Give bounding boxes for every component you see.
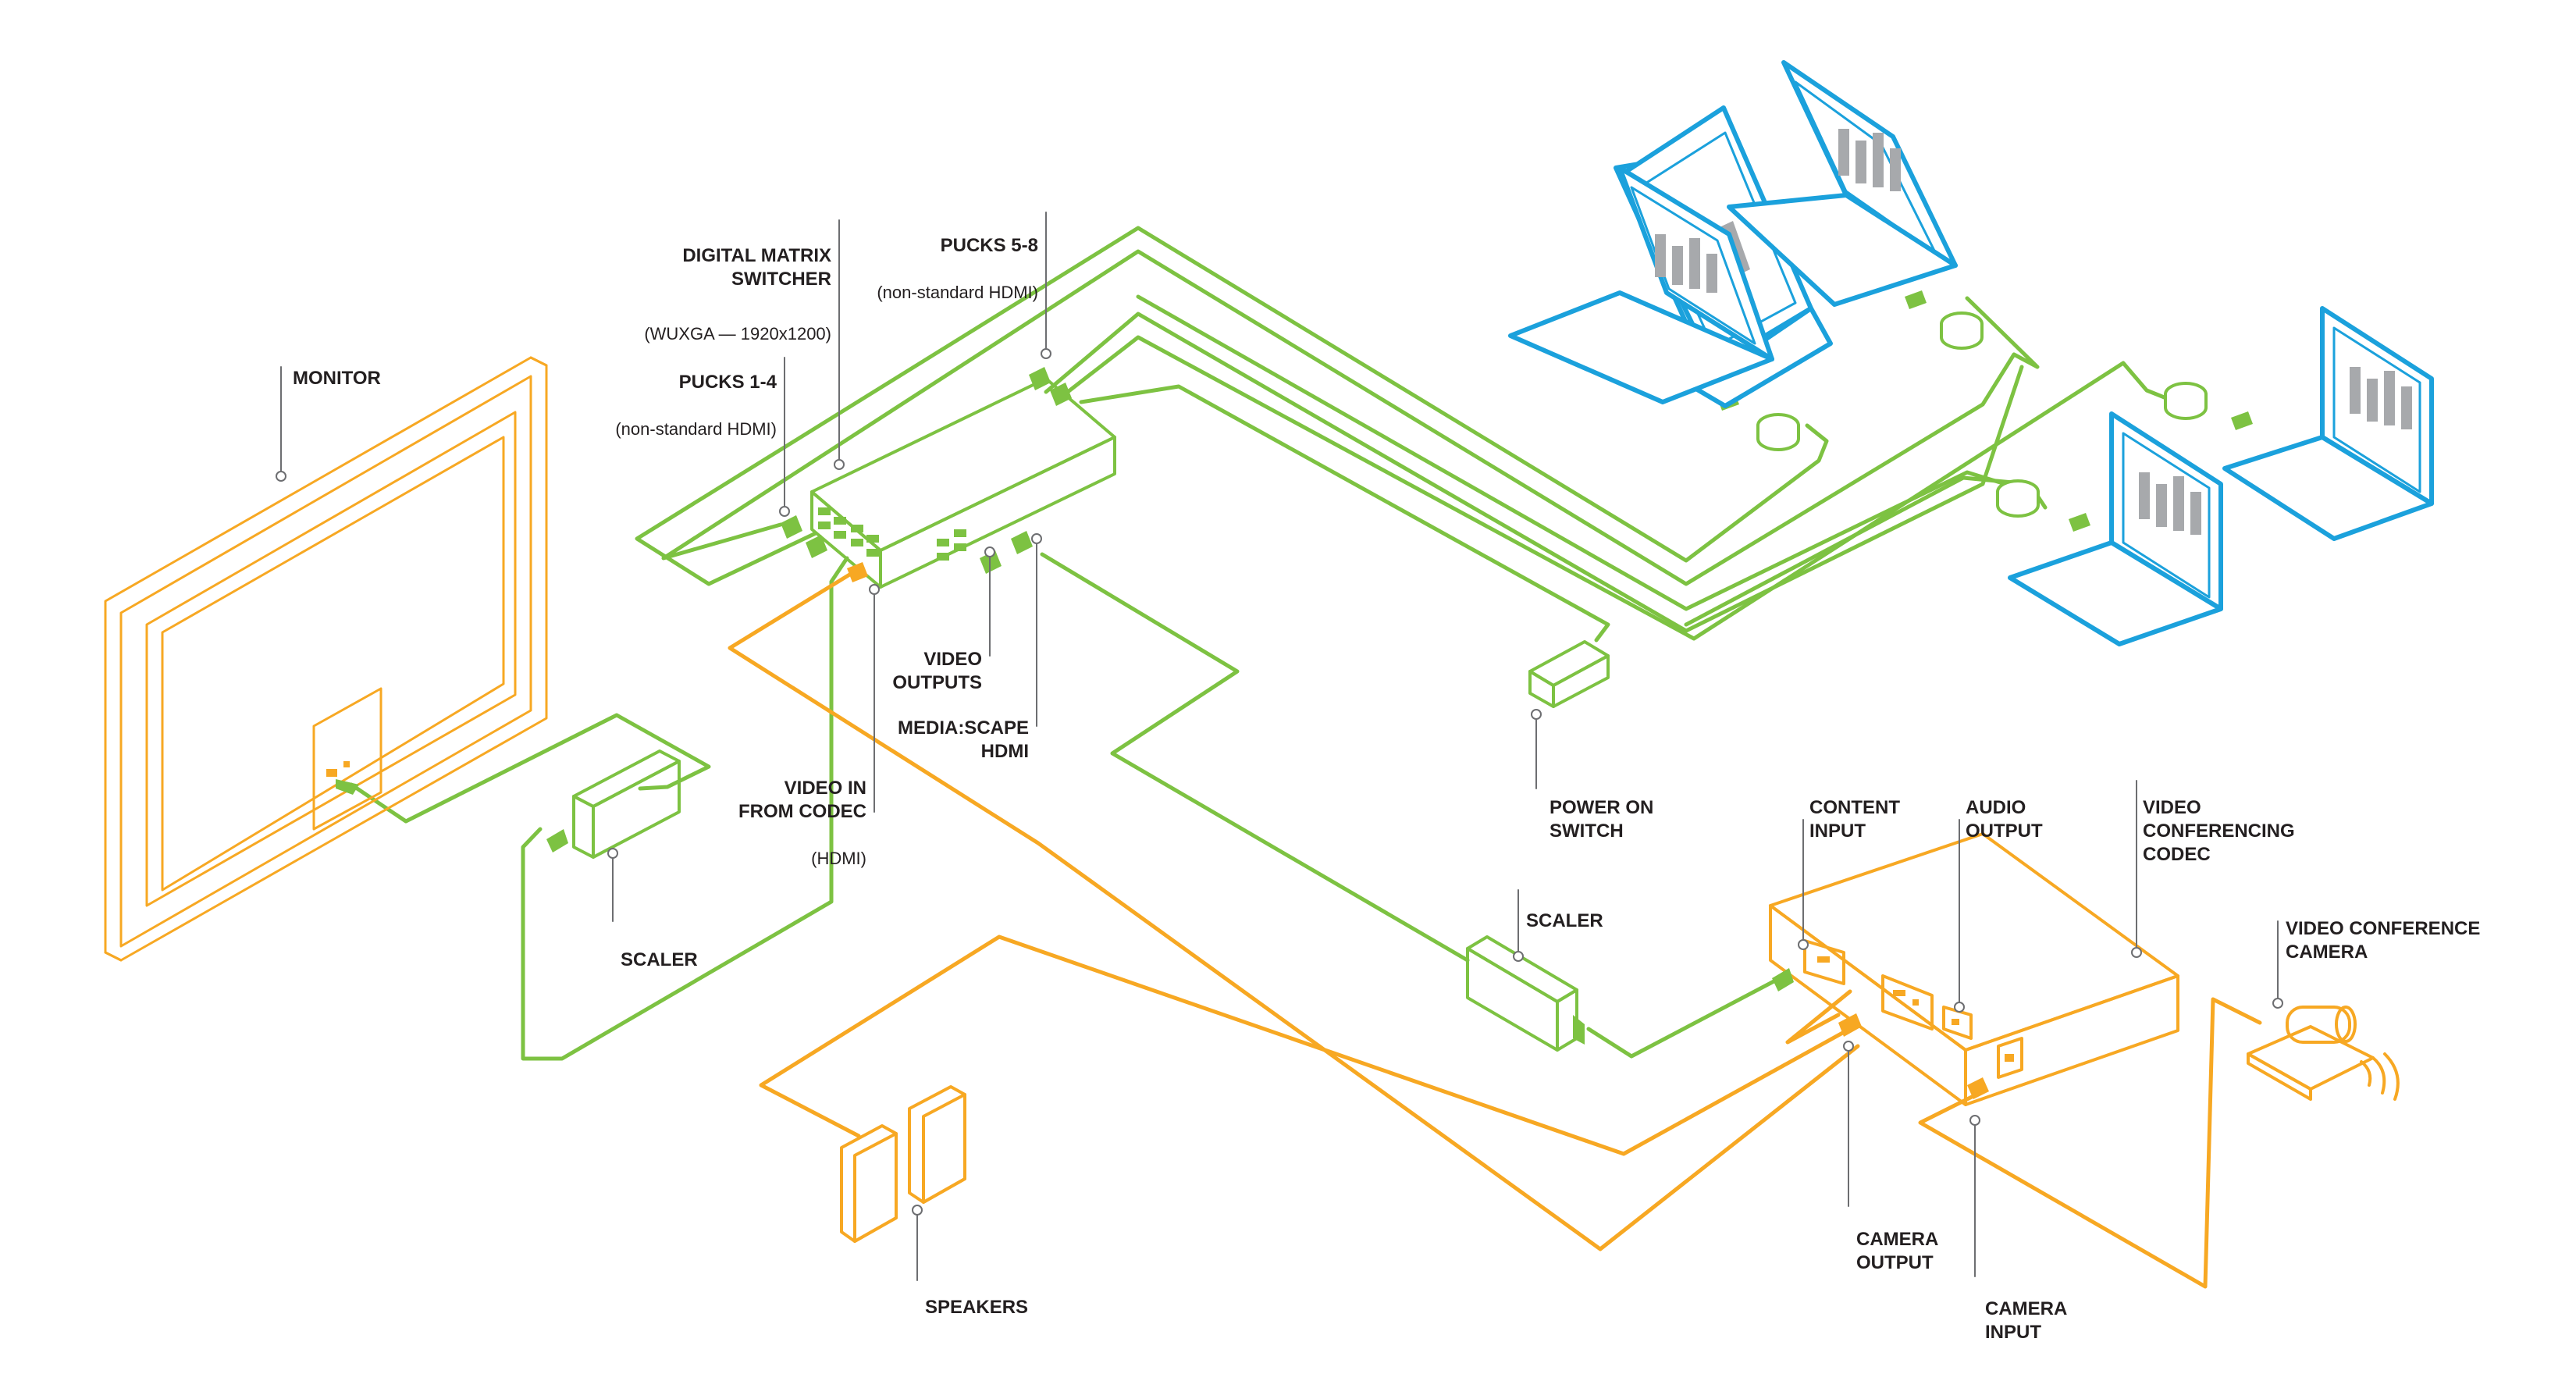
cable-switcher-to-codec-audio	[728, 571, 1860, 1251]
cable-puck-loop-2	[661, 249, 2040, 586]
monitor-label: MONITOR	[293, 344, 381, 414]
codec-ports	[1817, 956, 2014, 1099]
cable-scaler-to-switcher	[521, 556, 849, 1061]
camera-input-label: CAMERA INPUT	[1985, 1274, 2067, 1368]
pucks-5-8-title: PUCKS 5-8	[940, 235, 1038, 256]
camera-output-label: CAMERA OUTPUT	[1856, 1205, 1938, 1298]
cable-power-switch	[1079, 384, 1610, 643]
cable-camera	[1918, 997, 2262, 1289]
scaler-left-label: SCALER	[621, 925, 698, 995]
leader-lines	[276, 212, 2283, 1281]
video-outputs-title: VIDEO OUTPUTS	[892, 649, 982, 693]
monitor-port	[326, 761, 359, 795]
camera-input-title: CAMERA INPUT	[1985, 1298, 2068, 1343]
speakers	[840, 1085, 966, 1243]
video-in-from-codec-title: VIDEO IN FROM CODEC	[738, 778, 866, 822]
video-conferencing-codec-title: VIDEO CONFERENCING CODEC	[2143, 797, 2295, 865]
mediascape-hdmi-label: MEDIA:SCAPE HDMI	[859, 693, 1029, 787]
video-conferencing-codec-label: VIDEO CONFERENCING CODEC	[2143, 773, 2295, 890]
video-conferencing-codec	[1769, 832, 2179, 1106]
speakers-label: SPEAKERS	[925, 1273, 1028, 1343]
puck-2	[1940, 311, 1984, 350]
cable-monitor-to-scaler	[349, 713, 711, 824]
scaler-right-label: SCALER	[1526, 886, 1603, 956]
puck-3	[2164, 382, 2208, 420]
digital-matrix-switcher-label: DIGITAL MATRIX SWITCHER (WUXGA — 1920x12…	[578, 221, 831, 369]
puck-1	[1756, 413, 1800, 451]
content-input-label: CONTENT INPUT	[1809, 773, 1900, 867]
power-on-switch-label: POWER ON SWITCH	[1550, 773, 1653, 867]
laptop-left-screen	[1655, 234, 1717, 293]
scaler-right-port	[1573, 1015, 1585, 1045]
codec-green-port	[1772, 968, 1794, 991]
video-conference-camera-title: VIDEO CONFERENCE CAMERA	[2286, 918, 2481, 963]
video-outputs-label: VIDEO OUTPUTS	[859, 625, 982, 718]
scaler-right-title: SCALER	[1526, 910, 1603, 931]
laptop-right-top	[2222, 306, 2434, 541]
scaler-left-port	[546, 829, 568, 853]
digital-matrix-switcher	[810, 377, 1116, 589]
pucks-1-4-title: PUCKS 1-4	[678, 372, 777, 393]
laptop-right-top-screen	[2350, 367, 2412, 429]
pucks-1-4-note: (non-standard HDMI)	[615, 419, 777, 439]
audio-output-title: AUDIO OUTPUT	[1966, 797, 2043, 842]
scaler-left-title: SCALER	[621, 949, 698, 970]
power-on-switch	[1528, 640, 1610, 708]
pucks-5-8-note: (non-standard HDMI)	[877, 283, 1038, 302]
cable-codec-content	[1785, 989, 1852, 1045]
switcher-orange-port	[847, 562, 868, 582]
cable-codec-to-speakers	[759, 934, 1856, 1156]
digital-matrix-switcher-title: DIGITAL MATRIX SWITCHER	[682, 245, 831, 290]
cable-puck-loop-1	[635, 226, 1829, 586]
monitor-title: MONITOR	[293, 368, 381, 389]
green-cables	[349, 226, 2188, 1061]
video-in-note: (HDMI)	[811, 849, 866, 868]
content-input-title: CONTENT INPUT	[1809, 797, 1900, 842]
monitor	[104, 356, 548, 962]
cable-switcher-to-scaler-right	[1040, 552, 1470, 963]
video-conference-camera	[2247, 1006, 2400, 1101]
camera-output-title: CAMERA OUTPUT	[1856, 1229, 1939, 1273]
laptop-right-bottom	[2008, 411, 2223, 646]
cable-scaler-to-codec	[1586, 976, 1782, 1059]
audio-output-label: AUDIO OUTPUT	[1966, 773, 2043, 867]
pucks	[1756, 311, 2208, 518]
pucks-5-8-label: PUCKS 5-8 (non-standard HDMI)	[843, 211, 1038, 328]
scaler-left	[572, 749, 681, 859]
laptop-right-bottom-screen	[2139, 472, 2201, 535]
power-on-switch-title: POWER ON SWITCH	[1550, 797, 1654, 842]
puck-4	[1996, 479, 2040, 518]
speakers-title: SPEAKERS	[925, 1297, 1029, 1318]
video-conference-camera-label: VIDEO CONFERENCE CAMERA	[2286, 894, 2480, 988]
switcher-ports	[781, 367, 1072, 574]
video-in-from-codec-label: VIDEO IN FROM CODEC (HDMI)	[687, 753, 866, 894]
mediascape-hdmi-title: MEDIA:SCAPE HDMI	[897, 717, 1029, 762]
orange-cables	[728, 571, 2262, 1289]
pucks-1-4-label: PUCKS 1-4 (non-standard HDMI)	[578, 347, 777, 465]
laptop-top-screen	[1838, 129, 1901, 191]
wuxga-note: (WUXGA — 1920x1200)	[644, 324, 831, 344]
